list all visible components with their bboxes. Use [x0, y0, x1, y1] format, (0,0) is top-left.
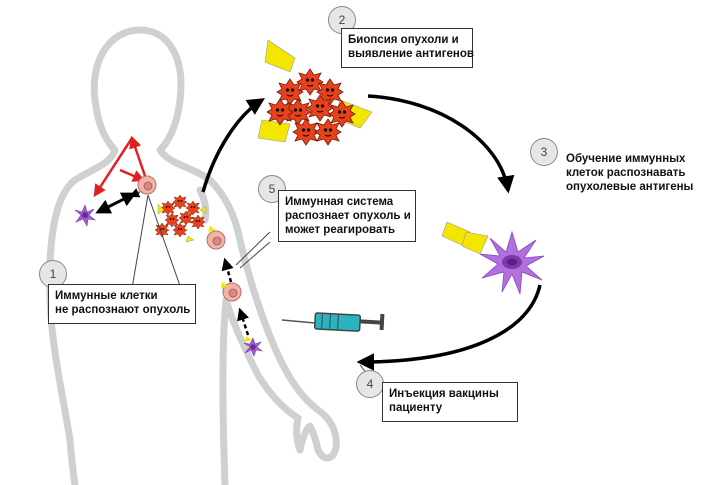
step-3-line-2: клеток распознавать [566, 167, 686, 179]
dashed-arrow-up [221, 257, 234, 283]
step-1-callout: Иммунные клетки не распознают опухоль [48, 284, 196, 324]
shoulder-tumor-cluster [154, 194, 207, 243]
interaction-arrow [95, 192, 137, 214]
immune-cell-near-neck [137, 175, 157, 195]
step-5-line-1: Иммунная система [285, 196, 394, 208]
dashed-arrow-up-2 [237, 307, 250, 336]
step-4-callout: Инъекция вакцины пациенту [382, 382, 518, 422]
red-recognition-arrows [93, 135, 147, 198]
step-1-badge: 1 [39, 260, 67, 288]
large-dendritic-cell [479, 230, 545, 295]
step-4-line-2: пациенту [389, 402, 443, 414]
step-3-callout: Обучение иммунных клеток распознавать оп… [560, 148, 698, 202]
leader-lines [129, 194, 271, 301]
step-2-callout: Биопсия опухоли и выявление антигенов [341, 28, 474, 68]
human-body-outline [46, 26, 340, 485]
step-3-line-1: Обучение иммунных [566, 153, 686, 165]
syringe-icon [281, 312, 385, 332]
step-5-callout: Иммунная система распознает опухоль и мо… [278, 190, 416, 242]
step-1-line-1: Иммунные клетки [55, 290, 158, 302]
step-4-line-1: Инъекция вакцины [389, 388, 499, 400]
step-1-line-2: не распознают опухоль [55, 304, 191, 316]
step-3-line-3: опухолевые антигены [566, 181, 694, 193]
cycle-arrows [201, 94, 542, 371]
antigen-tag-icon [221, 282, 228, 289]
small-dendritic-cell-icon [74, 204, 97, 227]
step-4-badge: 4 [356, 370, 384, 398]
antigen-tag-icon [208, 226, 216, 232]
dendritic-cell-arm-icon [243, 337, 264, 357]
antigen-shapes-icon [441, 221, 489, 255]
step-5-line-3: может реагировать [285, 224, 396, 236]
step-3-badge: 3 [530, 138, 558, 166]
immune-cell-arm-1 [206, 230, 226, 250]
step-5-line-2: распознает опухоль и [285, 210, 411, 222]
biopsy-tumor-cluster [257, 39, 373, 146]
antigen-tag-icon [245, 336, 252, 342]
step-2-line-2: выявление антигенов [348, 48, 474, 60]
step-2-line-1: Биопсия опухоли и [348, 34, 459, 46]
